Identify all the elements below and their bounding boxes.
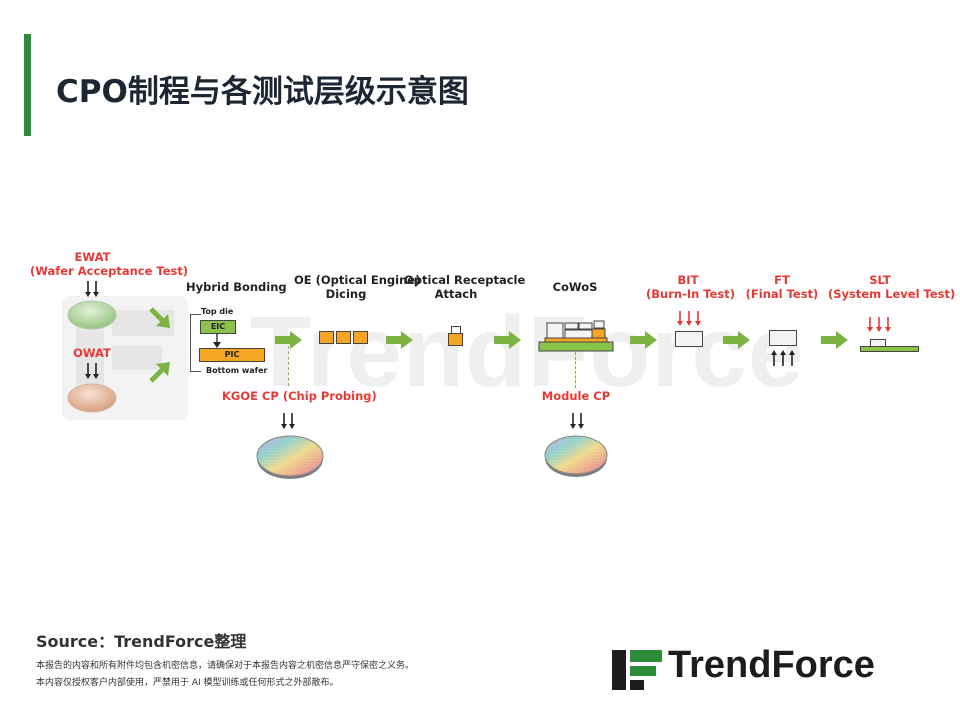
eic-die: EIC — [200, 320, 236, 334]
slt-label: SLT (System Level Test) — [828, 273, 956, 301]
flow-arrow-4-icon — [630, 331, 657, 349]
bit-name: BIT — [677, 273, 699, 287]
title-accent-bar — [24, 34, 31, 136]
kgoe-dashed-line — [288, 346, 289, 386]
slt-desc: (System Level Test) — [828, 287, 956, 301]
flow-arrow-5-icon — [723, 331, 750, 349]
module-cp-dashed-line — [575, 352, 576, 388]
trendforce-logo-icon — [612, 650, 662, 690]
confidential-note-2: 本内容仅授权客户内部使用，严禁用于 AI 模型训练或任何形式之外部散布。 — [36, 678, 339, 688]
receptacle-oe-die — [448, 333, 463, 346]
flow-arrow-1-icon — [275, 331, 302, 349]
bit-module — [675, 331, 703, 347]
bonding-down-arrow-icon — [213, 333, 221, 348]
bonding-bracket — [190, 314, 201, 372]
confidential-note-1: 本报告的内容和所有附件均包含机密信息，请确保对于本报告内容之机密信息严守保密之义… — [36, 661, 415, 671]
bit-label: BIT (Burn-In Test) — [646, 273, 736, 301]
slt-system-board — [860, 346, 919, 352]
receptacle-label: Optical Receptacle Attach — [404, 273, 526, 301]
owat-to-bonding-arrow-icon — [149, 362, 170, 383]
slt-name: SLT — [869, 273, 891, 287]
hybrid-bonding-label: Hybrid Bonding — [186, 280, 287, 294]
module-cp-label: Module CP — [541, 389, 611, 403]
kgoe-wafer-icon — [256, 435, 324, 479]
ewat-desc: (Wafer Acceptance Test) — [30, 264, 189, 278]
module-wafer-icon — [544, 435, 608, 477]
bit-test-arrows-icon — [677, 311, 701, 326]
ewat-wafer-icon — [67, 300, 117, 330]
oe-die-1 — [319, 331, 334, 344]
bottom-wafer-label: Bottom wafer — [206, 366, 268, 375]
ft-test-arrows-icon — [771, 350, 795, 366]
slt-test-arrows-icon — [867, 317, 891, 332]
oe-dicing-line2: Dicing — [325, 287, 367, 301]
oe-die-3 — [353, 331, 368, 344]
trendforce-logo-text: TrendForce — [668, 644, 875, 686]
kgoe-probe-arrows-icon — [281, 413, 295, 429]
flow-arrow-6-icon — [821, 331, 848, 349]
oe-dicing-line1: OE (Optical Engine) — [294, 273, 421, 287]
page-title: CPO制程与各测试层级示意图 — [56, 74, 469, 110]
ft-label: FT (Final Test) — [742, 273, 822, 301]
pic-wafer: PIC — [199, 348, 265, 362]
ewat-name: EWAT — [74, 250, 111, 264]
owat-probe-arrows-icon — [85, 363, 99, 379]
flow-arrow-2-icon — [386, 331, 413, 349]
oe-dicing-label: OE (Optical Engine) Dicing — [294, 273, 421, 301]
owat-wafer-icon — [67, 383, 117, 413]
receptacle-line1: Optical Receptacle — [404, 273, 526, 287]
module-probe-arrows-icon — [570, 413, 584, 429]
ft-module — [769, 330, 797, 346]
ewat-to-bonding-arrow-icon — [149, 307, 170, 328]
owat-label: OWAT — [73, 346, 111, 360]
watermark-text: TrendForce — [250, 296, 805, 408]
ft-desc: (Final Test) — [745, 287, 819, 301]
cowos-label: CoWoS — [552, 280, 598, 294]
ewat-label: EWAT (Wafer Acceptance Test) — [30, 250, 189, 278]
top-die-label: Top die — [201, 307, 234, 316]
bit-desc: (Burn-In Test) — [646, 287, 736, 301]
ft-name: FT — [774, 273, 790, 287]
cowos-package-icon — [538, 320, 614, 352]
ewat-probe-arrows-icon — [85, 281, 99, 297]
source-text: Source：TrendForce整理 — [36, 632, 247, 651]
oe-die-2 — [336, 331, 351, 344]
receptacle-line2: Attach — [434, 287, 478, 301]
kgoe-cp-label: KGOE CP (Chip Probing) — [222, 389, 377, 403]
flow-arrow-3-icon — [494, 331, 521, 349]
